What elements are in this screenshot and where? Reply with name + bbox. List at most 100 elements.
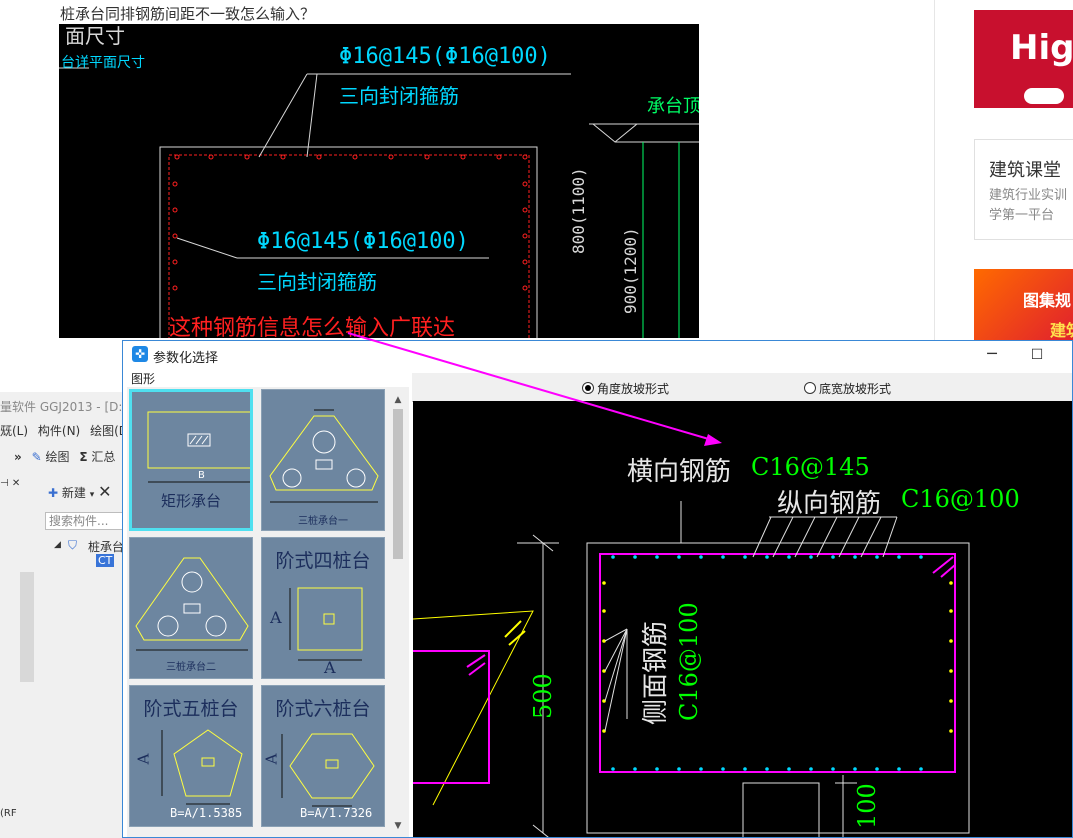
course-card-title: 建筑课堂 xyxy=(989,160,1061,181)
cad-stirrup-label-1: 三向封闭箍筋 xyxy=(339,84,459,108)
menu-item-component[interactable]: 构件(N) xyxy=(37,424,81,438)
side-rebar-value: C16@100 xyxy=(675,602,703,721)
menu-item[interactable]: 兓(L) xyxy=(0,424,29,438)
ad-banner-2-line1: 图集规 xyxy=(1023,291,1072,310)
dim-a-label: A xyxy=(134,753,153,765)
thumb-formula: B=A/1.7326 xyxy=(300,806,373,820)
delete-icon[interactable]: ✕ xyxy=(98,482,112,501)
three-pile-cap-2-icon xyxy=(135,557,249,651)
radio-angle-slope[interactable]: 角度放坡形式 xyxy=(582,380,669,397)
thumb-caption: 阶式四桩台 xyxy=(275,550,371,572)
side-rebar-label: 侧面钢筋 xyxy=(641,620,671,725)
cad-dim-1: 800(1100) xyxy=(569,167,588,254)
ad-banner-1-pill xyxy=(1024,88,1064,104)
course-card[interactable]: 建筑课堂 建筑行业实训学第一平台 xyxy=(974,139,1073,240)
thumb-three-pile-cap-2[interactable]: 三桩承台二 xyxy=(129,537,253,679)
course-card-desc: 建筑行业实训学第一平台 xyxy=(989,188,1068,223)
component-search-input[interactable]: 搜索构件... xyxy=(45,512,123,530)
pin-close-icons[interactable]: ⊣ ✕ xyxy=(0,478,21,489)
tree-scrollbar[interactable] xyxy=(20,572,34,682)
thumb-caption: 三桩承台二 xyxy=(166,662,216,673)
page-divider xyxy=(934,0,935,340)
dim-b-label: B xyxy=(198,470,205,481)
slope-type-radio-group: 角度放坡形式 底宽放坡形式 xyxy=(412,373,1072,402)
rect-cap-icon xyxy=(147,411,250,483)
thumb-three-pile-cap-1[interactable]: 三桩承台一 xyxy=(261,389,385,531)
cad-dim-2: 900(1200) xyxy=(621,227,640,314)
dim-a-label: A xyxy=(270,608,282,627)
thumb-caption: 阶式五桩台 xyxy=(143,698,239,720)
ad-banner-2[interactable]: 图集规 建筑 xyxy=(974,269,1073,341)
ad-banner-2-line2: 建筑 xyxy=(1050,321,1073,340)
background-app-title: 量软件 GGJ2013 - [D: xyxy=(0,400,123,414)
scroll-down-icon[interactable]: ▼ xyxy=(394,821,402,831)
sum-button[interactable]: 汇总 xyxy=(91,450,116,464)
app-icon: ✜ xyxy=(132,346,148,362)
cad-label-top: 面尺寸 xyxy=(65,24,125,48)
new-icon: ✚ xyxy=(48,486,59,500)
longitudinal-rebar-value: C16@100 xyxy=(901,485,1020,513)
maximize-button[interactable]: ☐ xyxy=(1030,347,1044,363)
more-icon[interactable]: » xyxy=(14,450,22,464)
dialog-title: 参数化选择 xyxy=(153,351,219,366)
cad-stirrup-label-2: 三向封闭箍筋 xyxy=(257,270,377,294)
thumb-caption: 阶式六桩台 xyxy=(275,698,371,720)
thumb-step-six-pile[interactable]: 阶式六桩台 A B=A/1.7326 xyxy=(261,685,385,827)
rf-text: (RF xyxy=(0,808,17,819)
tree-node-pile-cap[interactable]: 桩承台 xyxy=(88,538,124,555)
radio-width-slope[interactable]: 底宽放坡形式 xyxy=(804,380,891,397)
tree-node-label: 桩承台 xyxy=(88,540,125,554)
ad-banner-1-text: High xyxy=(1010,28,1073,68)
shape-group-label: 图形 xyxy=(131,372,156,386)
step-four-pile-icon xyxy=(289,587,363,661)
radio-checked-icon xyxy=(582,382,594,394)
cad-drawing-top xyxy=(59,67,699,338)
tree-toggle-icon[interactable]: ◢ xyxy=(54,540,61,550)
scroll-up-icon[interactable]: ▲ xyxy=(394,395,402,405)
three-pile-cap-1-icon xyxy=(269,409,379,503)
menu-item-draw[interactable]: 绘图(D) xyxy=(90,424,125,438)
cad-label-plan: 台详平面尺寸 xyxy=(61,55,145,71)
cad-image-top: 面尺寸 台详平面尺寸 Φ16@145(Φ16@100) 三向封闭箍筋 Φ16@1… xyxy=(59,24,699,338)
background-toolbar: » ✎ 绘图 Σ 汇总 xyxy=(0,448,125,474)
cad-rebar-label-2: Φ16@145(Φ16@100) xyxy=(257,229,469,254)
cad-preview-canvas: 横向钢筋 C16@145 纵向钢筋 C16@100 侧面钢筋 C16@100 5… xyxy=(413,401,1072,837)
dim-a-label: A xyxy=(262,753,281,765)
scrollbar-thumb[interactable] xyxy=(393,409,403,559)
cad-elevation-label: 承台顶标 xyxy=(647,96,699,117)
parametric-select-dialog: ✜ 参数化选择 ─ ☐ 图形 B 矩形承台 xyxy=(122,340,1073,838)
shape-thumbnail-list: B 矩形承台 三桩承台一 xyxy=(127,387,409,837)
new-button[interactable]: ✚ 新建 ▾ ✕ xyxy=(48,482,112,501)
step-six-pile-icon xyxy=(281,733,375,807)
new-button-label: 新建 xyxy=(61,486,86,500)
cad-rebar-label-1: Φ16@145(Φ16@100) xyxy=(339,44,551,69)
dim-height-500: 500 xyxy=(529,673,557,719)
dialog-titlebar: ✜ 参数化选择 ─ ☐ xyxy=(123,341,1072,369)
thumb-rect-cap[interactable]: B 矩形承台 xyxy=(129,389,253,531)
cad-preview-drawing xyxy=(413,501,970,837)
radio-angle-label: 角度放坡形式 xyxy=(597,382,670,396)
ad-banner-1[interactable]: High xyxy=(974,10,1073,108)
thumb-step-four-pile[interactable]: 阶式四桩台 A A xyxy=(261,537,385,679)
pile-cap-icon: ⛉ xyxy=(68,538,78,552)
longitudinal-rebar-label: 纵向钢筋 xyxy=(777,489,882,519)
thumb-caption: 三桩承台一 xyxy=(298,516,348,527)
horizontal-rebar-label: 横向钢筋 xyxy=(627,457,732,487)
draw-icon: ✎ xyxy=(31,450,42,464)
dim-a-label-bottom: A xyxy=(324,658,336,677)
thumb-step-five-pile[interactable]: 阶式五桩台 A B=A/1.5385 xyxy=(129,685,253,827)
tree-node-ct[interactable]: CT xyxy=(96,554,115,567)
thumb-caption: 矩形承台 xyxy=(160,492,221,510)
minimize-button[interactable]: ─ xyxy=(987,344,997,363)
horizontal-rebar-value: C16@145 xyxy=(751,453,870,481)
cad-annotation: 这种钢筋信息怎么输入广联达 xyxy=(169,316,456,338)
sum-icon: Σ xyxy=(79,450,88,464)
dim-bottom-100: 100 xyxy=(853,783,881,829)
question-title: 桩承台同排钢筋间距不一致怎么输入？ xyxy=(60,5,316,23)
step-five-pile-icon xyxy=(161,729,243,805)
radio-width-label: 底宽放坡形式 xyxy=(819,382,892,396)
draw-button[interactable]: 绘图 xyxy=(45,450,70,464)
background-app-window: 量软件 GGJ2013 - [D: 兓(L) 构件(N) 绘图(D) » ✎ 绘… xyxy=(0,392,125,838)
radio-unchecked-icon xyxy=(804,382,816,394)
background-menu-bar: 兓(L) 构件(N) 绘图(D) xyxy=(0,422,125,442)
